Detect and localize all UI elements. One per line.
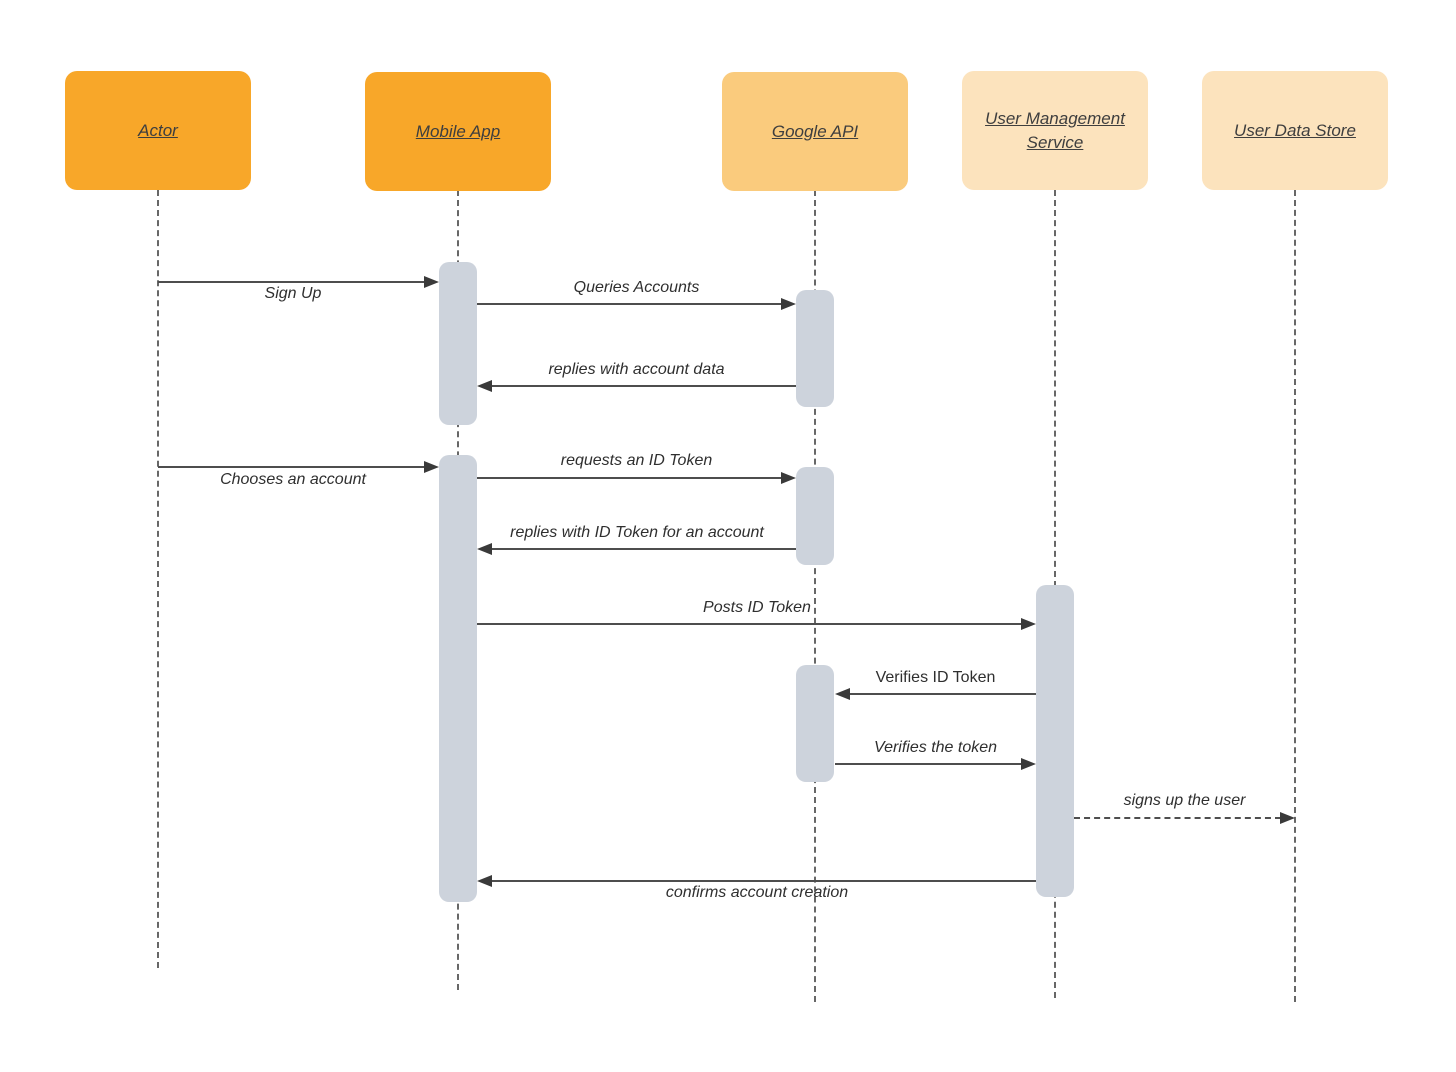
message-signs-up-the-user-line (1074, 817, 1281, 819)
participant-user-data-store: User Data Store (1202, 71, 1388, 190)
message-signs-up-the-user-arrowhead (1280, 812, 1295, 824)
activation-google-api-2 (796, 467, 834, 565)
participant-user-management-service: User Management Service (962, 71, 1148, 190)
message-verifies-id-token-label: Verifies ID Token (875, 669, 996, 686)
participant-google-api: Google API (722, 72, 908, 191)
message-posts-id-token-label: Posts ID Token (703, 599, 811, 616)
message-sign-up-line (158, 281, 425, 283)
message-posts-id-token-line (477, 623, 1022, 625)
lifeline-google-api (814, 190, 816, 1002)
participant-mobile-app: Mobile App (365, 72, 551, 191)
message-requests-id-token-arrowhead (781, 472, 796, 484)
participant-google-api-label: Google API (771, 121, 859, 141)
participant-mobile-app-label: Mobile App (415, 121, 501, 141)
participant-user-management-service-label: User Management Service (985, 108, 1125, 152)
message-chooses-an-account-label: Chooses an account (220, 471, 366, 488)
message-verifies-id-token-line (850, 693, 1036, 695)
activation-user-management-service-1 (1036, 585, 1074, 897)
participant-actor: Actor (65, 71, 251, 190)
message-queries-accounts-label: Queries Accounts (573, 279, 700, 296)
activation-google-api-3 (796, 665, 834, 782)
message-confirms-account-creation-arrowhead (477, 875, 492, 887)
message-replies-id-token-label: replies with ID Token for an account (510, 524, 764, 541)
participant-actor-label: Actor (138, 120, 178, 140)
message-replies-account-data-label: replies with account data (548, 361, 725, 378)
message-replies-id-token-arrowhead (477, 543, 492, 555)
message-verifies-the-token-line (835, 763, 1021, 765)
message-queries-accounts-arrowhead (781, 298, 796, 310)
message-requests-id-token-line (477, 477, 782, 479)
message-verifies-the-token-label: Verifies the token (873, 739, 998, 756)
message-chooses-an-account-line (158, 466, 425, 468)
message-verifies-the-token-arrowhead (1021, 758, 1036, 770)
message-verifies-id-token-arrowhead (835, 688, 850, 700)
message-posts-id-token-arrowhead (1021, 618, 1036, 630)
lifeline-actor (157, 190, 159, 968)
activation-mobile-app-1 (439, 262, 477, 425)
activation-google-api-1 (796, 290, 834, 407)
message-queries-accounts-line (477, 303, 782, 305)
message-chooses-an-account-arrowhead (424, 461, 439, 473)
message-sign-up-arrowhead (424, 276, 439, 288)
message-confirms-account-creation-line (492, 880, 1036, 882)
message-signs-up-the-user-label: signs up the user (1123, 792, 1246, 809)
message-sign-up-label: Sign Up (264, 285, 322, 302)
message-replies-account-data-arrowhead (477, 380, 492, 392)
message-requests-id-token-label: requests an ID Token (560, 452, 713, 469)
message-confirms-account-creation-label: confirms account creation (665, 884, 849, 901)
message-replies-id-token-line (492, 548, 796, 550)
activation-mobile-app-2 (439, 455, 477, 902)
lifeline-user-data-store (1294, 190, 1296, 1002)
participant-user-data-store-label: User Data Store (1234, 120, 1356, 140)
message-replies-account-data-line (492, 385, 796, 387)
